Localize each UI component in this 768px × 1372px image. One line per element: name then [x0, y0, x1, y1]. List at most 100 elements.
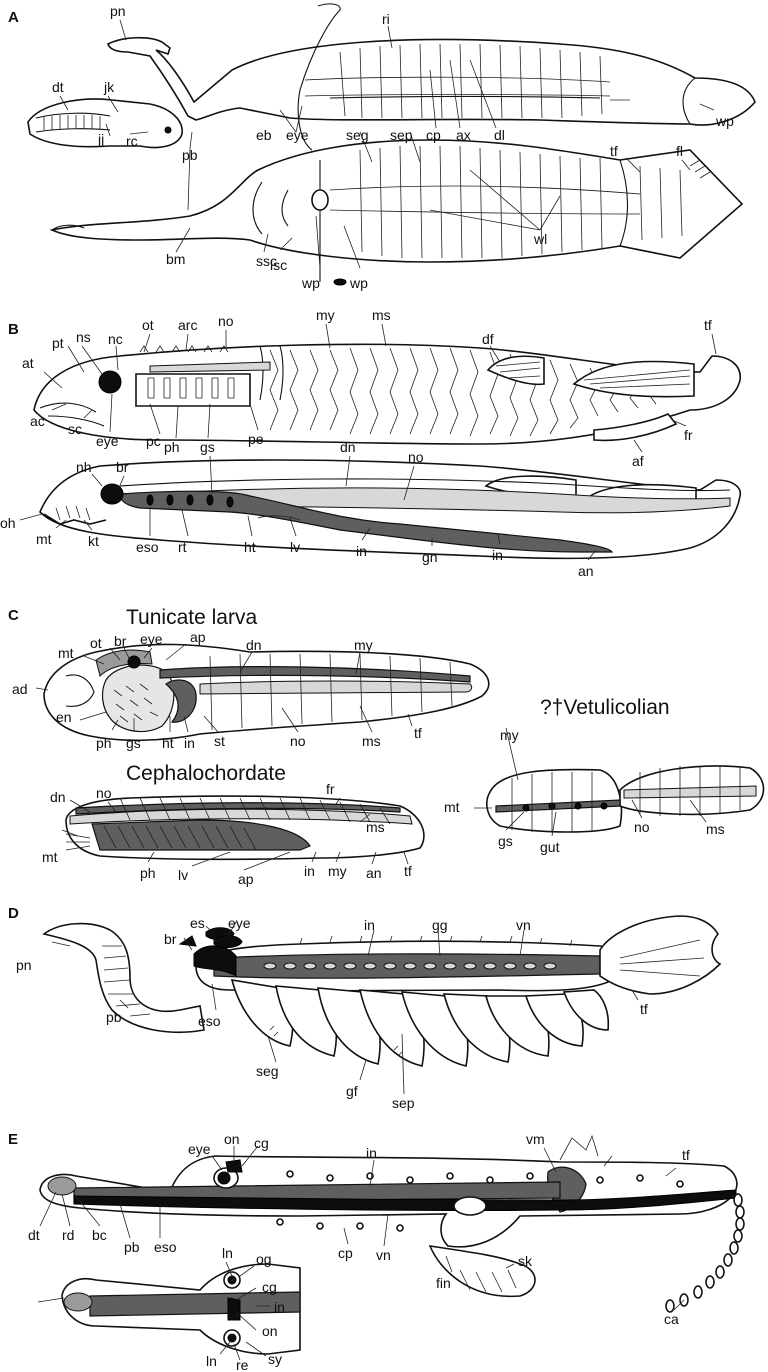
label: gf: [346, 1083, 358, 1099]
label: ph: [140, 865, 156, 881]
label: on: [262, 1323, 278, 1339]
panel-e-lower-ocular: [223, 1271, 241, 1347]
panel-a-jaw-eye: [164, 126, 172, 134]
panel-d: D: [8, 905, 722, 1111]
label: at: [22, 355, 34, 371]
panel-a: A p: [8, 3, 756, 291]
label: og: [256, 1251, 272, 1267]
label: jk: [103, 79, 115, 95]
panel-a-teeth: [43, 115, 101, 130]
panel-a-stalk-tip: [333, 278, 347, 286]
label: eye: [96, 433, 119, 449]
panel-b-dorsal-nerve: [119, 478, 731, 492]
panel-e-mouth: [47, 1176, 77, 1196]
panel-b: B: [0, 307, 742, 579]
label: ri: [382, 11, 390, 27]
label: eso: [154, 1239, 177, 1255]
label: ph: [164, 439, 180, 455]
label: sk: [518, 1253, 533, 1269]
title-tunicate-larva: Tunicate larva: [126, 606, 257, 629]
label: pb: [182, 147, 198, 163]
panel-c-labels: mt ot br eye ap dn my ad en ph gs ht in …: [12, 629, 725, 887]
label: in: [304, 863, 315, 879]
label: lv: [178, 867, 188, 883]
label: cp: [426, 127, 441, 143]
label: eye: [228, 915, 251, 931]
panel-d-eye-spot-left: [178, 935, 197, 947]
label: in: [364, 917, 375, 933]
vetulicolian-segments: [511, 766, 741, 832]
label: bm: [166, 251, 185, 267]
label: nh: [76, 459, 92, 475]
panel-b-fin-hatching: [495, 361, 691, 389]
label: pe: [248, 431, 264, 447]
label: kt: [88, 533, 99, 549]
label: ot: [90, 635, 102, 651]
label: ht: [244, 539, 256, 555]
label: in: [274, 1299, 285, 1315]
panel-d-gut-glands: [263, 962, 557, 970]
label: cp: [338, 1245, 353, 1261]
cephalochordate-nerve: [75, 802, 401, 815]
label: ap: [190, 629, 206, 645]
label: ot: [142, 317, 154, 333]
label: br: [116, 459, 129, 475]
label: rd: [62, 1227, 74, 1243]
panel-d-proboscis-rings: [102, 945, 151, 1017]
panel-a-scl-curves: [252, 181, 289, 235]
label: dt: [52, 79, 64, 95]
label: dn: [50, 789, 66, 805]
label: an: [366, 865, 382, 881]
label: ac: [30, 413, 45, 429]
panel-b-body-outline: [259, 345, 284, 401]
panel-b-liver: [257, 515, 301, 521]
panel-b-notochord-head: [149, 361, 271, 373]
label: vn: [516, 917, 531, 933]
label: no: [96, 785, 112, 801]
label: gs: [126, 735, 141, 751]
panel-a-jaw: [27, 98, 183, 149]
panel-letter-b: B: [8, 321, 19, 338]
panel-b-arcualia: [139, 345, 229, 353]
label: dn: [340, 439, 356, 455]
label: ht: [162, 735, 174, 751]
label: ms: [706, 821, 725, 837]
label: br: [114, 633, 127, 649]
panel-a-stalk: [297, 3, 341, 151]
label: no: [408, 449, 424, 465]
label: ca: [664, 1311, 679, 1327]
label: rt: [178, 539, 187, 555]
panel-letter-d: D: [8, 905, 19, 922]
label: pb: [106, 1009, 122, 1025]
label: ln: [206, 1353, 217, 1369]
panel-b-brain: [100, 483, 124, 505]
panel-b-teeth: [55, 505, 91, 521]
vetulicolian-notochord: [623, 785, 757, 799]
label: af: [632, 453, 644, 469]
panel-d-leaders: [51, 921, 639, 1095]
label: sc: [68, 421, 82, 437]
label: pt: [52, 335, 64, 351]
label: df: [482, 331, 494, 347]
cephalochordate-gill-bars: [103, 825, 257, 851]
label: ad: [12, 681, 28, 697]
tunicate-gut: [165, 679, 197, 723]
panel-b-labels: ns nc ot arc no my ms df tf pt at ac sc …: [0, 307, 712, 579]
label: tf: [682, 1147, 690, 1163]
tunicate-adhesive: [65, 674, 95, 707]
label: seg: [256, 1063, 279, 1079]
label: in: [184, 735, 195, 751]
label: in: [492, 547, 503, 563]
label: my: [328, 863, 347, 879]
label: fr: [326, 781, 335, 797]
panel-e-heart: [453, 1196, 487, 1216]
label: ssc: [256, 253, 277, 269]
label: nc: [108, 331, 123, 347]
label: st: [214, 733, 225, 749]
label: pn: [16, 957, 32, 973]
label: gs: [498, 833, 513, 849]
label: ms: [366, 819, 385, 835]
panel-c: C Tunicate larva Cephalochordate ?†Vetul…: [8, 606, 765, 887]
title-vetulicolian: ?†Vetulicolian: [540, 696, 670, 719]
label: lv: [290, 539, 300, 555]
